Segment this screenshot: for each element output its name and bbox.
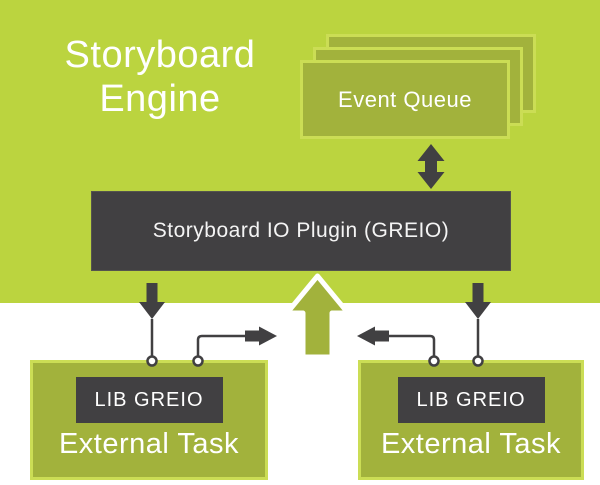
lib-greio-label-right: LIB GREIO [416,388,526,411]
lib-greio-label-left: LIB GREIO [94,388,204,411]
external-task-box-left: LIB GREIO External Task [30,360,268,480]
lib-greio-box-left: LIB GREIO [75,377,223,423]
external-task-box-right: LIB GREIO External Task [358,360,584,480]
event-queue-box: Event Queue [300,60,510,139]
title-line-2: Engine [99,78,221,120]
event-queue-label: Event Queue [338,86,472,112]
storyboard-io-plugin-box: Storyboard IO Plugin (GREIO) [91,191,511,271]
lib-greio-box-right: LIB GREIO [397,377,545,423]
external-task-label-right: External Task [380,428,562,460]
storyboard-engine-label: Storyboard Engine [34,33,286,121]
external-task-label-left: External Task [58,428,240,460]
title-line-1: Storyboard [64,34,256,76]
storyboard-io-plugin-label: Storyboard IO Plugin (GREIO) [152,219,450,242]
